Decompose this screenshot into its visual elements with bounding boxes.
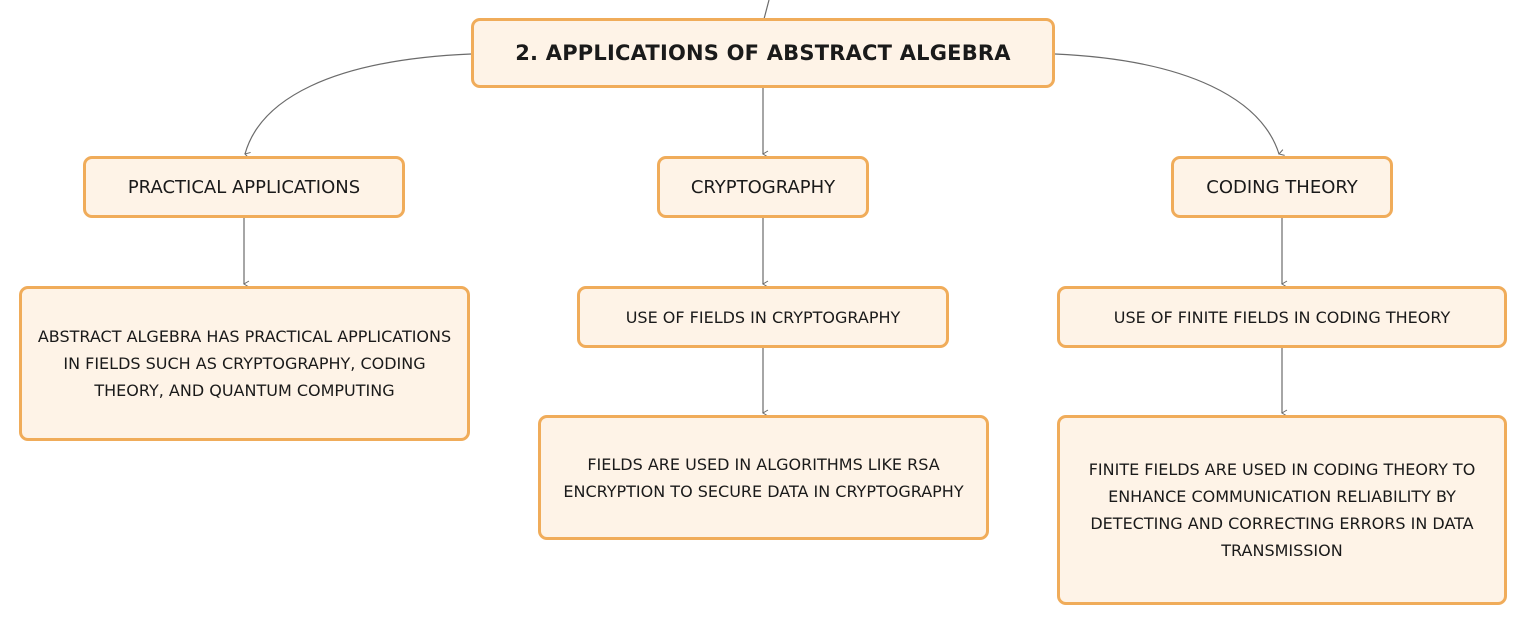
subtopic-node-finite-fields-coding-theory[interactable]: USE OF FINITE FIELDS IN CODING THEORY: [1057, 286, 1507, 348]
topic-node-coding-theory[interactable]: CODING THEORY: [1171, 156, 1393, 218]
detail-text-cryptography: FIELDS ARE USED IN ALGORITHMS LIKE RSA E…: [563, 454, 964, 501]
subtopic-label-finite-fields-coding-theory: USE OF FINITE FIELDS IN CODING THEORY: [1113, 307, 1451, 327]
root-topic-node[interactable]: 2. APPLICATIONS OF ABSTRACT ALGEBRA: [471, 18, 1055, 88]
connector-root-to-coding: [1054, 53, 1285, 156]
detail-node-coding-theory[interactable]: FINITE FIELDS ARE USED IN CODING THEORY …: [1057, 415, 1507, 605]
topic-label-cryptography: CRYPTOGRAPHY: [690, 176, 836, 198]
topic-label-coding-theory: CODING THEORY: [1206, 176, 1358, 198]
connector-root-to-practical: [244, 53, 472, 159]
topic-node-practical-applications[interactable]: PRACTICAL APPLICATIONS: [83, 156, 405, 218]
topic-node-cryptography[interactable]: CRYPTOGRAPHY: [657, 156, 869, 218]
subtopic-label-fields-in-cryptography: USE OF FIELDS IN CRYPTOGRAPHY: [625, 307, 901, 327]
detail-node-cryptography[interactable]: FIELDS ARE USED IN ALGORITHMS LIKE RSA E…: [538, 415, 989, 540]
detail-node-practical-applications[interactable]: ABSTRACT ALGEBRA HAS PRACTICAL APPLICATI…: [19, 286, 470, 441]
connector-parent-to-root: [763, 0, 770, 20]
root-topic-label: 2. APPLICATIONS OF ABSTRACT ALGEBRA: [515, 41, 1011, 65]
subtopic-node-fields-in-cryptography[interactable]: USE OF FIELDS IN CRYPTOGRAPHY: [577, 286, 949, 348]
detail-text-practical-applications: ABSTRACT ALGEBRA HAS PRACTICAL APPLICATI…: [37, 327, 452, 400]
detail-text-coding-theory: FINITE FIELDS ARE USED IN CODING THEORY …: [1088, 460, 1476, 560]
topic-label-practical-applications: PRACTICAL APPLICATIONS: [127, 176, 361, 198]
